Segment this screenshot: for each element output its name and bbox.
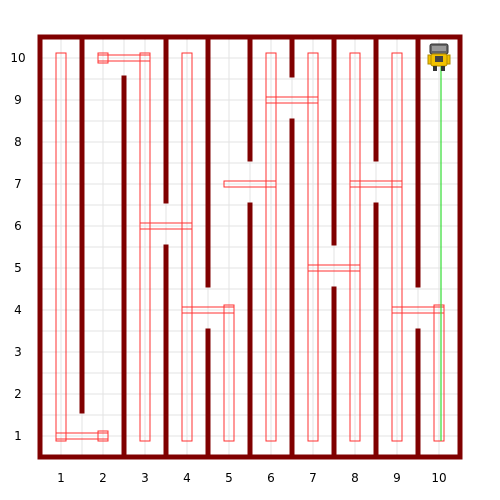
- x-tick-label: 4: [183, 471, 191, 485]
- trail-segment: [349, 52, 361, 442]
- x-tick-label: 10: [431, 471, 446, 485]
- robot-icon: [427, 43, 451, 71]
- trail-segment: [181, 52, 193, 442]
- y-axis-labels: 1 2 3 4 5 6 7 8 9 10: [10, 51, 25, 443]
- trail-segment: [139, 52, 151, 442]
- robot-visor: [432, 46, 446, 51]
- y-tick-label: 2: [14, 387, 22, 401]
- y-tick-label: 5: [14, 261, 22, 275]
- trail-segment: [55, 432, 109, 440]
- trail-segment: [391, 52, 403, 442]
- x-tick-label: 5: [225, 471, 233, 485]
- x-tick-label: 2: [99, 471, 107, 485]
- x-tick-label: 8: [351, 471, 359, 485]
- trail-segment: [223, 304, 235, 442]
- trail-segment: [391, 306, 445, 314]
- x-axis-labels: 1 2 3 4 5 6 7 8 9 10: [57, 471, 446, 485]
- y-tick-label: 7: [14, 177, 22, 191]
- trail-segment: [181, 306, 235, 314]
- x-tick-label: 7: [309, 471, 317, 485]
- trail-segment: [139, 222, 193, 230]
- robot-chest: [435, 56, 443, 62]
- trail-segment: [265, 52, 277, 442]
- robot-arm-left: [427, 54, 432, 65]
- maze-walls: [37, 34, 463, 460]
- y-tick-label: 8: [14, 135, 22, 149]
- trail-segment: [307, 264, 361, 272]
- robot-leg-left: [433, 66, 437, 71]
- x-tick-label: 1: [57, 471, 65, 485]
- y-tick-label: 4: [14, 303, 22, 317]
- robot-arm-right: [446, 54, 451, 65]
- trail-segment: [223, 180, 277, 188]
- trail-segment: [97, 54, 151, 62]
- y-tick-label: 1: [14, 429, 22, 443]
- trail-segment: [265, 96, 319, 104]
- y-tick-label: 10: [10, 51, 25, 65]
- y-tick-label: 9: [14, 93, 22, 107]
- trail-segment: [349, 180, 403, 188]
- trail-segment: [55, 52, 67, 442]
- y-tick-label: 6: [14, 219, 22, 233]
- y-tick-label: 3: [14, 345, 22, 359]
- x-tick-label: 6: [267, 471, 275, 485]
- x-tick-label: 3: [141, 471, 149, 485]
- trail-segment: [307, 52, 319, 442]
- trail-segment: [433, 304, 445, 442]
- x-tick-label: 9: [393, 471, 401, 485]
- robot-leg-right: [441, 66, 445, 71]
- visited-trails: [55, 52, 445, 442]
